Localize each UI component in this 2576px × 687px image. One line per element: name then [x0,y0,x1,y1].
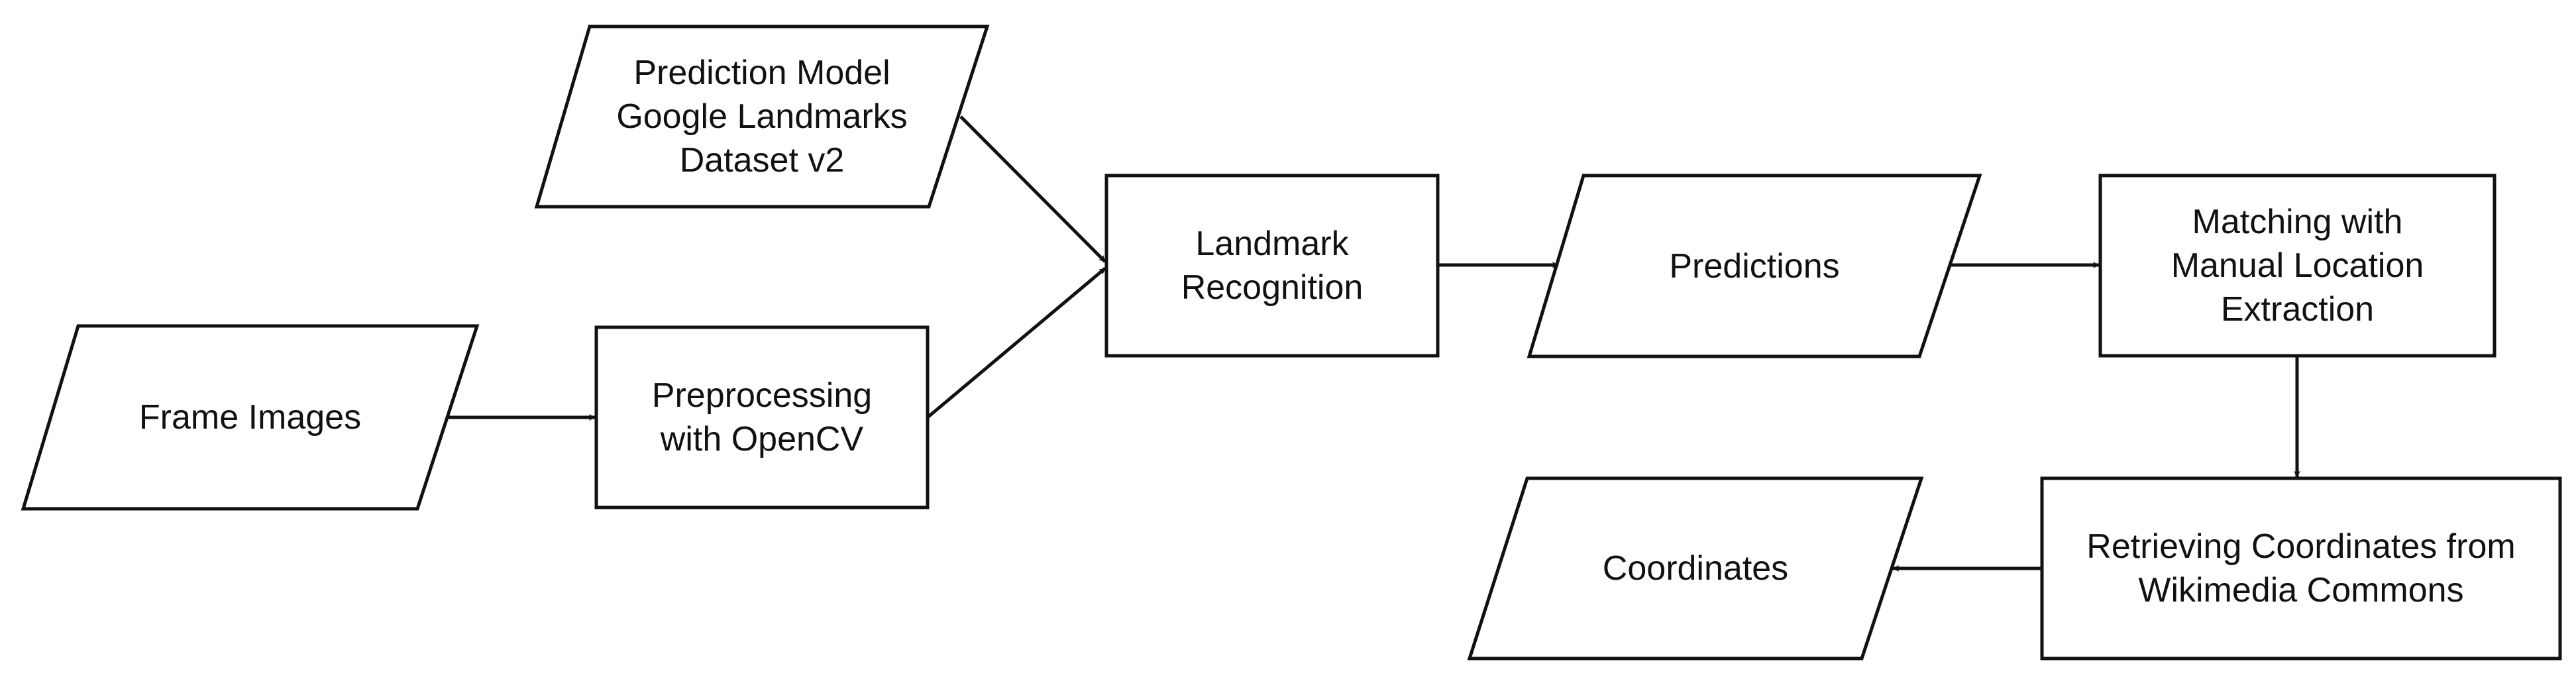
frame-images-label: Frame Images [138,398,362,437]
landmark-recognition-shape [1104,174,1440,358]
prediction-model-label: Prediction Model Google Landmarks Datase… [616,54,908,180]
coordinates-label: Coordinates [1602,549,1789,588]
edge-preprocessing-to-landmark-recognition [926,267,1106,419]
frame-images-shape [21,324,480,511]
landmark-recognition-label: Landmark Recognition [1181,225,1364,307]
edge-prediction-model-to-landmark-recognition [959,115,1106,263]
preprocessing-label: Preprocessing with OpenCV [651,376,873,458]
coordinates-shape [1467,476,1924,661]
matching-shape [2098,174,2496,358]
preprocessing-shape [594,325,930,509]
matching-label: Matching with Manual Location Extraction [2171,203,2424,329]
retrieving-label: Retrieving Coordinates from Wikimedia Co… [2086,527,2516,609]
prediction-model-shape [534,25,990,209]
retrieving-shape [2040,476,2562,661]
predictions-shape [1527,174,1982,358]
predictions-label: Predictions [1669,246,1840,286]
